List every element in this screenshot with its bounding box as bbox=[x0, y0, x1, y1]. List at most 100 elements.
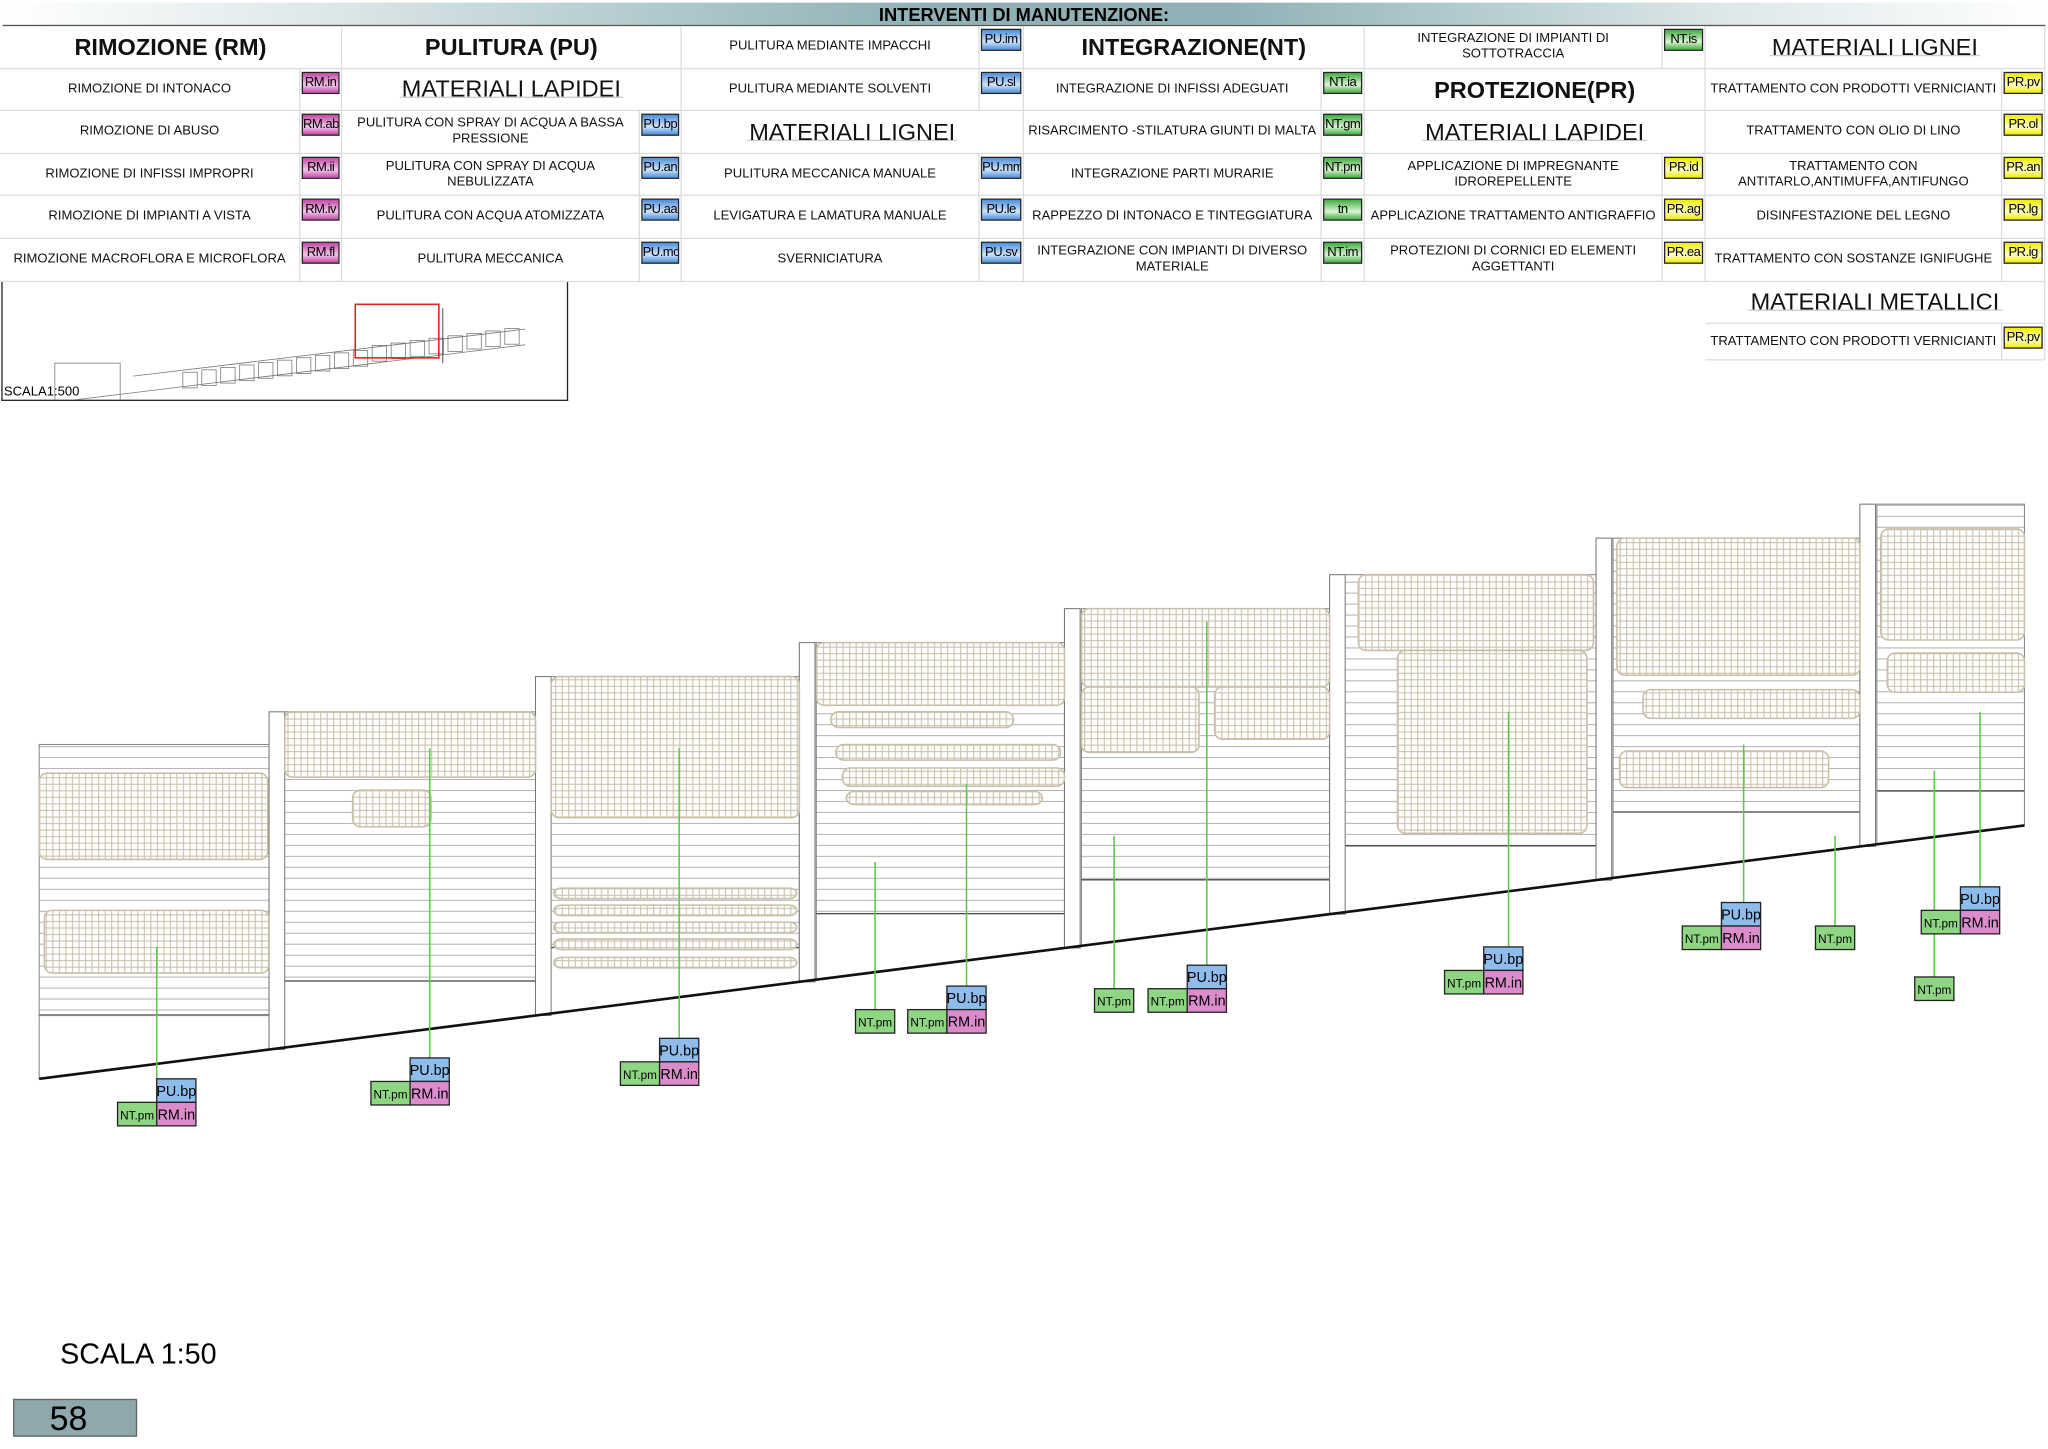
key-plan-drawing bbox=[54, 303, 526, 403]
category-heading: RIMOZIONE (RM) bbox=[0, 26, 343, 70]
tag-label: PU.bp bbox=[410, 1063, 450, 1079]
code-badge-pr: PR.pv bbox=[2003, 326, 2043, 349]
cell-text: RIMOZIONE MACROFLORA E MICROFLORA bbox=[13, 252, 286, 267]
intervention-label: INTEGRAZIONE DI INFISSI ADEGUATI bbox=[1023, 69, 1322, 112]
category-heading: PROTEZIONE(PR) bbox=[1364, 69, 1706, 112]
tag-label: NT.pm bbox=[1818, 933, 1852, 946]
tag-label: RM.in bbox=[660, 1067, 698, 1083]
cell-text: TRATTAMENTO CON PRODOTTI VERNICIANTI bbox=[1710, 333, 1997, 349]
code-badge-pr: PR.ag bbox=[1663, 198, 1704, 221]
pier bbox=[534, 676, 552, 1017]
code-badge-rm: RM.in bbox=[301, 71, 340, 95]
intervention-label: LEVIGATURA E LAMATURA MANUALE bbox=[681, 195, 980, 240]
tag-label: PU.bp bbox=[1187, 970, 1227, 986]
tag-rm-in: RM.in bbox=[658, 1061, 700, 1087]
tag-label: NT.pm bbox=[1685, 933, 1719, 946]
deterioration-patch bbox=[829, 711, 1015, 729]
code-badge-pu: PU.aa bbox=[641, 198, 680, 221]
tag-nt-pm: NT.pm bbox=[1093, 988, 1135, 1013]
cell-text: TRATTAMENTO CON ANTITARLO,ANTIMUFFA,ANTI… bbox=[1738, 158, 1969, 189]
code-badge-nt: NT.im bbox=[1323, 241, 1363, 264]
intervention-label: PULITURA MEDIANTE IMPACCHI bbox=[681, 26, 980, 70]
cell-text: APPLICAZIONE TRATTAMENTO ANTIGRAFFIO bbox=[1370, 208, 1656, 224]
deterioration-patch bbox=[1357, 573, 1595, 652]
tag-nt-pm: NT.pm bbox=[1681, 925, 1723, 951]
key-plan-minimap: SCALA1:500 bbox=[1, 282, 569, 403]
tag-label: RM.in bbox=[1485, 975, 1523, 991]
intervention-label: INTEGRAZIONE PARTI MURARIE bbox=[1023, 154, 1322, 196]
tag-label: NT.pm bbox=[858, 1017, 892, 1030]
cell-text: PROTEZIONE(PR) bbox=[1434, 76, 1636, 103]
intervention-label: INTEGRAZIONE DI IMPIANTI DI SOTTOTRACCIA bbox=[1364, 26, 1663, 70]
wall-plinth bbox=[1080, 879, 1331, 947]
tag-nt-pm: NT.pm bbox=[1443, 969, 1485, 995]
code-cell: PU.sv bbox=[979, 239, 1024, 283]
intervention-label: PULITURA MECCANICA bbox=[342, 239, 640, 283]
tag-box bbox=[156, 1101, 197, 1127]
code-badge-pu: PU.le bbox=[980, 198, 1022, 221]
intervention-label: RIMOZIONE DI IMPIANTI A VISTA bbox=[0, 195, 301, 240]
deterioration-patch bbox=[1618, 750, 1830, 789]
intervention-label: PULITURA MEDIANTE SOLVENTI bbox=[681, 69, 980, 112]
ground-line bbox=[39, 824, 2025, 1081]
cell-text: RIMOZIONE DI INFISSI IMPROPRI bbox=[45, 166, 254, 181]
cell-text: PULITURA CON ACQUA ATOMIZZATA bbox=[376, 208, 605, 224]
code-cell: NT.im bbox=[1321, 239, 1365, 283]
code-cell: RM.in bbox=[300, 69, 343, 112]
tag-rm-in: RM.in bbox=[156, 1101, 197, 1127]
cell-text: INTEGRAZIONE PARTI MURARIE bbox=[1070, 166, 1274, 181]
cell-text: MATERIALI LAPIDEI bbox=[1422, 120, 1647, 143]
deterioration-patch bbox=[1213, 686, 1331, 741]
pier bbox=[1329, 574, 1346, 915]
material-subheading: MATERIALI LAPIDEI bbox=[342, 69, 682, 112]
tag-label: NT.pm bbox=[1447, 977, 1481, 990]
tag-rm-in: RM.in bbox=[1959, 909, 2001, 935]
tag-nt-pm: NT.pm bbox=[1814, 925, 1856, 951]
page-number: 58 bbox=[13, 1398, 138, 1437]
code-cell: PU.mc bbox=[639, 239, 682, 283]
code-badge-nt: NT.ia bbox=[1323, 71, 1363, 95]
cell-text: APPLICAZIONE DI IMPREGNANTE IDROREPELLEN… bbox=[1407, 158, 1619, 189]
code-cell: NT.pm bbox=[1321, 154, 1365, 196]
cell-text: PULITURA MECCANICA bbox=[417, 252, 564, 267]
tag-pu-bp: PU.bp bbox=[1483, 946, 1524, 972]
tag-pu-bp: PU.bp bbox=[1186, 964, 1228, 990]
intervention-label: PULITURA MECCANICA MANUALE bbox=[681, 154, 980, 196]
tag-box bbox=[1186, 988, 1228, 1013]
deterioration-patch bbox=[1080, 686, 1200, 754]
code-badge-pu: PU.sl bbox=[980, 71, 1022, 95]
cell-text: MATERIALI METALLICI bbox=[1747, 290, 2002, 313]
cell-text: SVERNICIATURA bbox=[777, 252, 883, 267]
tag-nt-pm: NT.pm bbox=[370, 1080, 411, 1106]
wall-plinth bbox=[815, 913, 1065, 981]
tag-label: PU.bp bbox=[947, 991, 987, 1007]
deterioration-patch bbox=[283, 711, 537, 778]
tag-label: RM.in bbox=[948, 1015, 986, 1031]
material-subheading: MATERIALI LIGNEI bbox=[681, 111, 1024, 155]
intervention-label: RISARCIMENTO -STILATURA GIUNTI DI MALTA bbox=[1023, 111, 1322, 155]
code-cell: PR.lg bbox=[2002, 195, 2046, 240]
tag-label: RM.in bbox=[1722, 931, 1760, 947]
code-cell: PR.ea bbox=[1662, 239, 1706, 283]
tag-pu-bp: PU.bp bbox=[946, 985, 987, 1011]
code-cell: PU.mm bbox=[979, 154, 1024, 196]
intervention-label: PROTEZIONI DI CORNICI ED ELEMENTI AGGETT… bbox=[1364, 239, 1663, 283]
code-cell: RM.ii bbox=[300, 154, 343, 196]
code-cell: PU.bp bbox=[639, 111, 682, 155]
deterioration-patch bbox=[550, 675, 801, 819]
intervention-label: RIMOZIONE DI INFISSI IMPROPRI bbox=[0, 154, 301, 196]
cell-text: RIMOZIONE DI INTONACO bbox=[68, 81, 232, 96]
code-badge-nt: tn bbox=[1323, 198, 1363, 221]
material-subheading: MATERIALI LIGNEI bbox=[1705, 26, 2046, 70]
intervention-label: RIMOZIONE DI INTONACO bbox=[0, 69, 301, 112]
tag-nt-pm: NT.pm bbox=[619, 1061, 661, 1087]
cell-text: RIMOZIONE DI IMPIANTI A VISTA bbox=[48, 208, 251, 224]
cell-text: PULITURA MEDIANTE IMPACCHI bbox=[729, 39, 931, 54]
tag-nt-pm: NT.pm bbox=[854, 1008, 896, 1034]
tag-pu-bp: PU.bp bbox=[1720, 901, 1762, 927]
cell-text: RIMOZIONE (RM) bbox=[74, 33, 267, 61]
code-badge-pr: PR.ea bbox=[1663, 241, 1704, 264]
code-cell: NT.is bbox=[1662, 26, 1706, 70]
code-cell: PU.sl bbox=[979, 69, 1024, 112]
intervention-label: SVERNICIATURA bbox=[681, 239, 980, 283]
